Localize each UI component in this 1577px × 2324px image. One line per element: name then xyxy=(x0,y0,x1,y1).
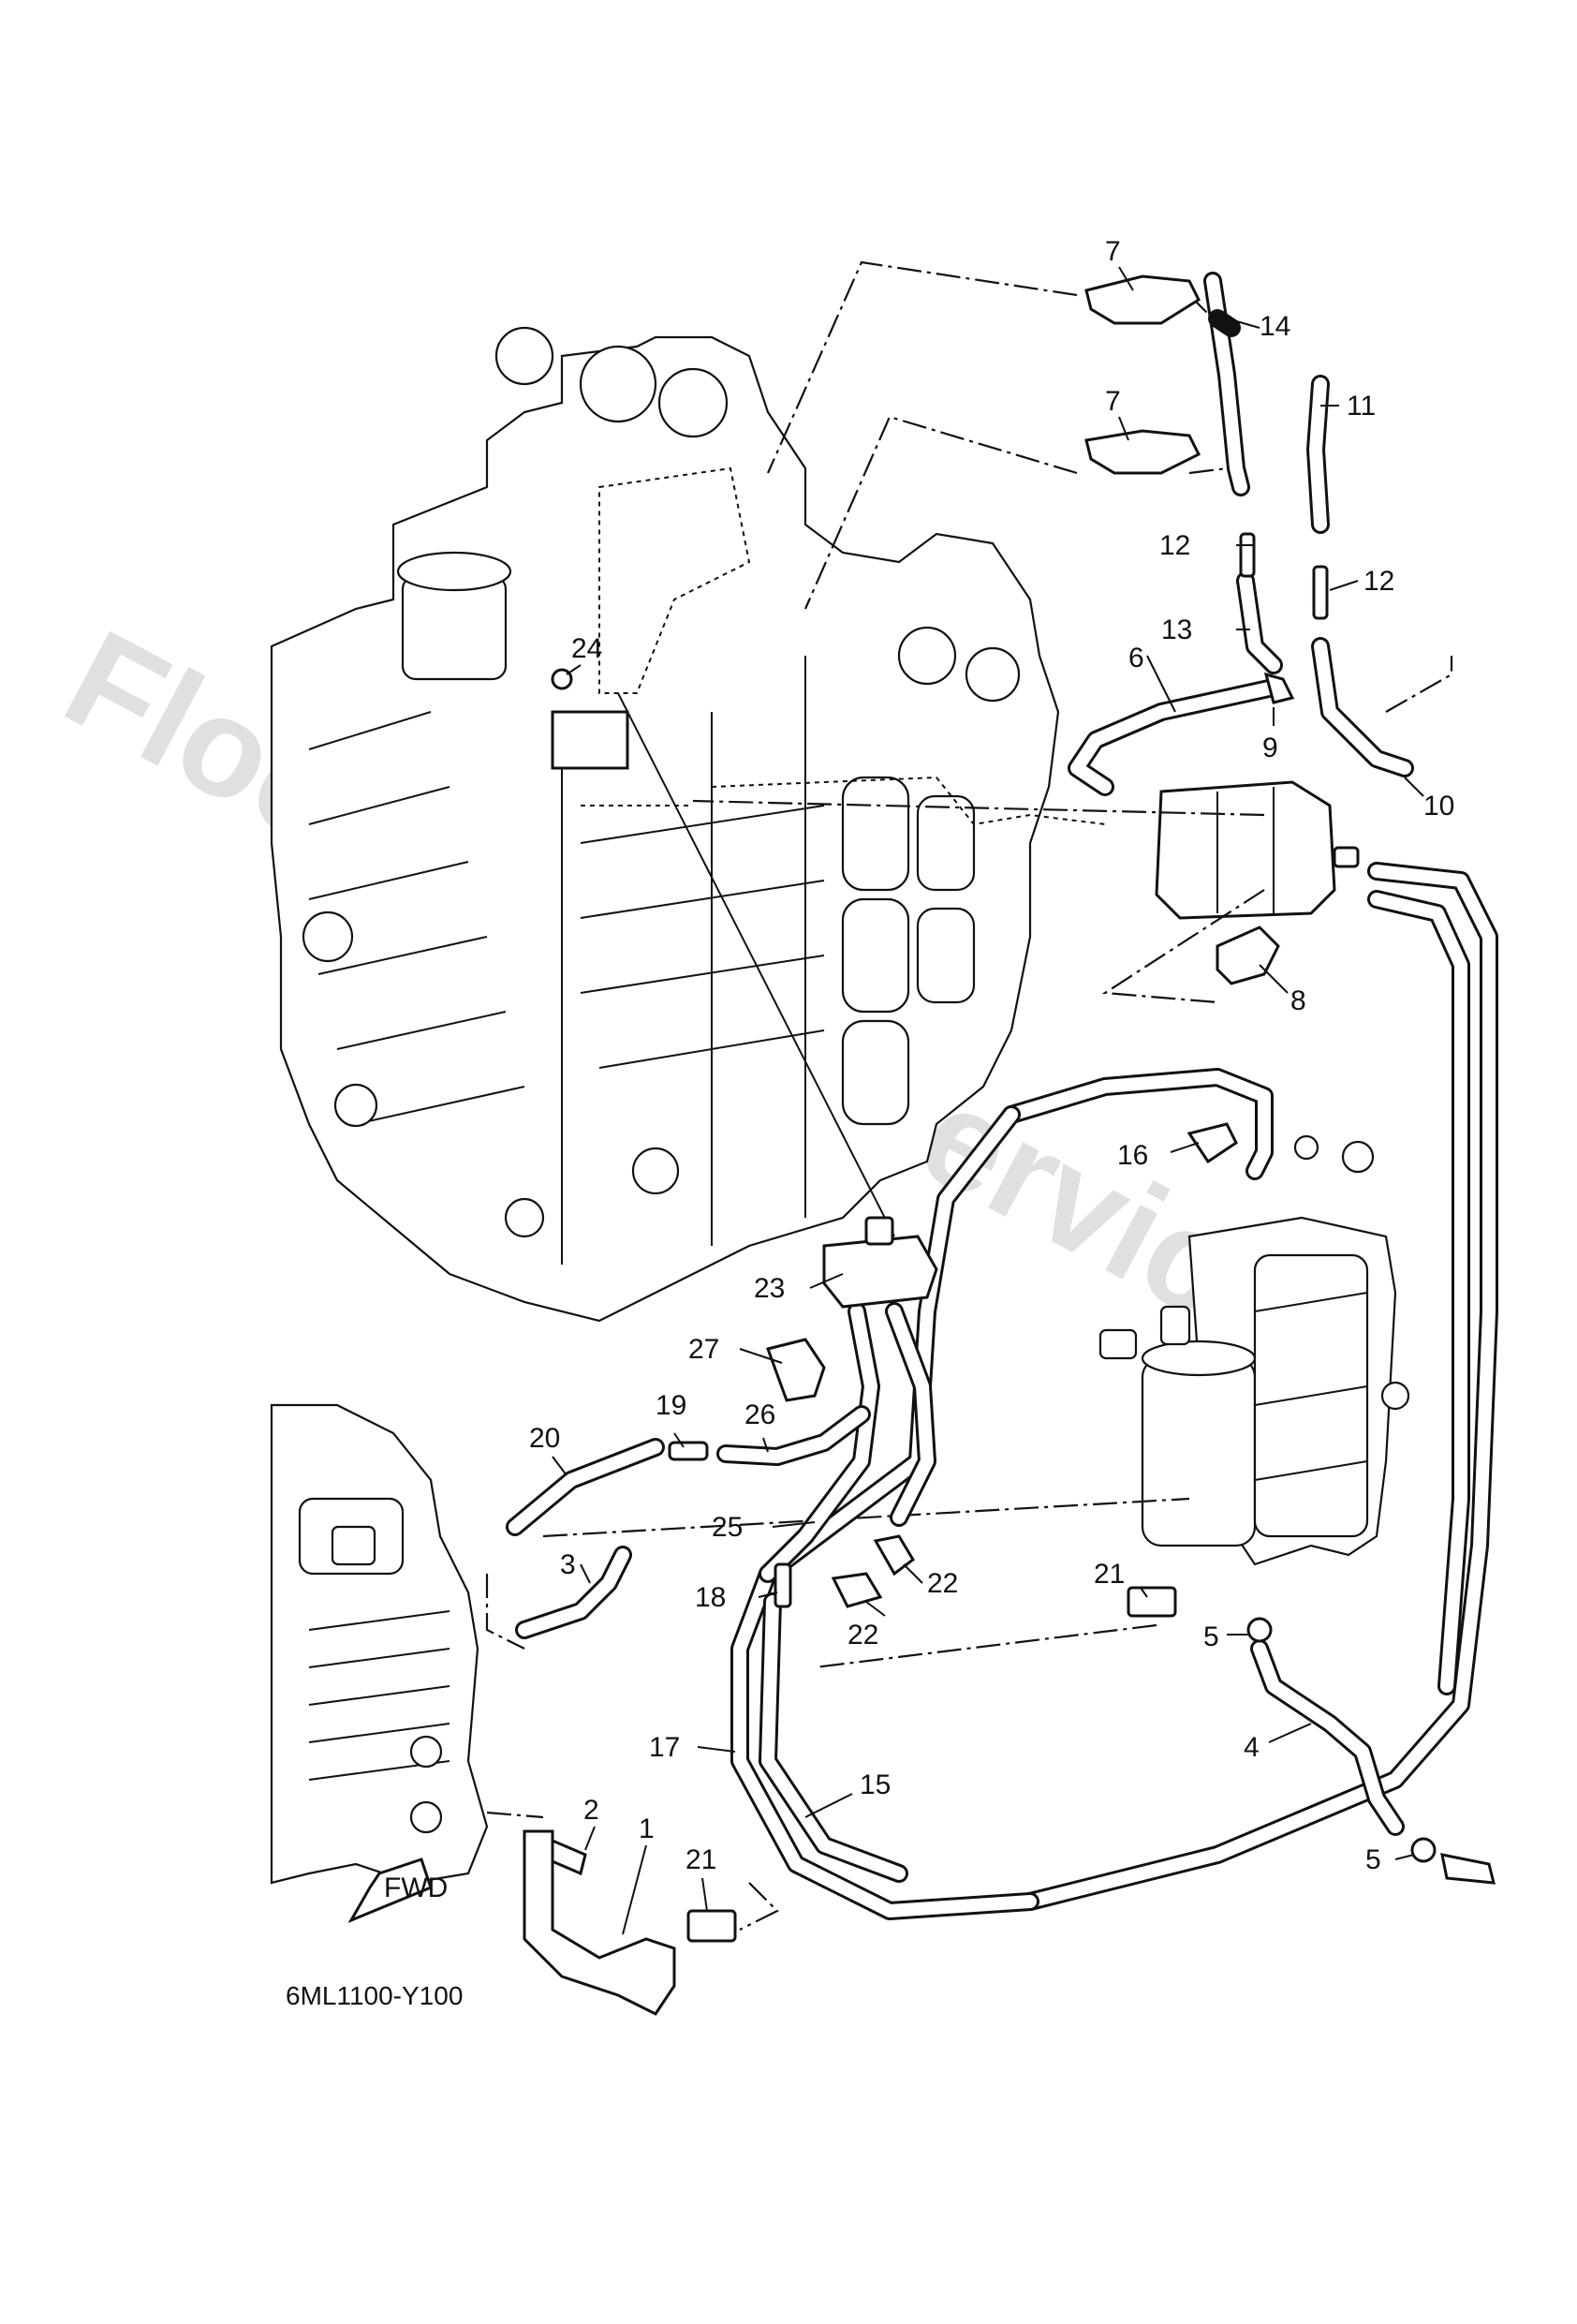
callout-10: 10 xyxy=(1423,791,1454,822)
callout-22a: 22 xyxy=(927,1568,958,1599)
callout-5a: 5 xyxy=(1203,1621,1219,1652)
callout-21b: 21 xyxy=(685,1844,716,1875)
callout-15: 15 xyxy=(860,1769,891,1800)
callout-18: 18 xyxy=(695,1582,726,1613)
callout-22b: 22 xyxy=(847,1620,878,1650)
small-parts: FWD xyxy=(347,274,1496,2016)
canister xyxy=(1155,780,1360,920)
callout-1: 1 xyxy=(639,1813,655,1844)
leader-lines xyxy=(485,260,1453,1931)
callout-21a: 21 xyxy=(1094,1559,1125,1590)
callout-2: 2 xyxy=(583,1795,599,1826)
callout-3: 3 xyxy=(560,1549,576,1580)
callout-17: 17 xyxy=(649,1732,680,1763)
callout-12a: 12 xyxy=(1159,530,1190,561)
fwd-label: FWD xyxy=(384,1873,448,1903)
callout-labels: 7 7 14 11 12 12 13 6 9 10 8 16 24 23 27 … xyxy=(529,236,1454,1875)
callout-11: 11 xyxy=(1347,391,1376,422)
callout-26: 26 xyxy=(744,1399,775,1430)
callout-25: 25 xyxy=(712,1512,743,1543)
callout-23: 23 xyxy=(754,1273,785,1304)
callout-leaders xyxy=(552,266,1424,1935)
callout-13: 13 xyxy=(1161,614,1192,645)
callout-9: 9 xyxy=(1262,733,1278,763)
callout-20: 20 xyxy=(529,1423,560,1454)
lower-mount-block xyxy=(270,1403,489,1885)
callout-27: 27 xyxy=(688,1334,719,1365)
callout-14: 14 xyxy=(1260,311,1290,342)
callout-7b: 7 xyxy=(1105,386,1121,417)
diagram-code: 6ML1100-Y100 xyxy=(286,1981,463,2010)
callout-16: 16 xyxy=(1117,1140,1148,1171)
callout-6: 6 xyxy=(1128,643,1144,674)
callout-4: 4 xyxy=(1244,1732,1260,1763)
engine-block xyxy=(270,326,1060,1323)
callout-5b: 5 xyxy=(1365,1844,1381,1875)
fwd-arrow-icon xyxy=(347,1858,433,1924)
callout-19: 19 xyxy=(656,1390,686,1421)
callout-12b: 12 xyxy=(1363,566,1394,597)
fuel-filter-assembly xyxy=(1098,1134,1410,1566)
callout-7a: 7 xyxy=(1105,236,1121,267)
callout-24: 24 xyxy=(571,633,602,664)
callout-8: 8 xyxy=(1290,985,1306,1016)
